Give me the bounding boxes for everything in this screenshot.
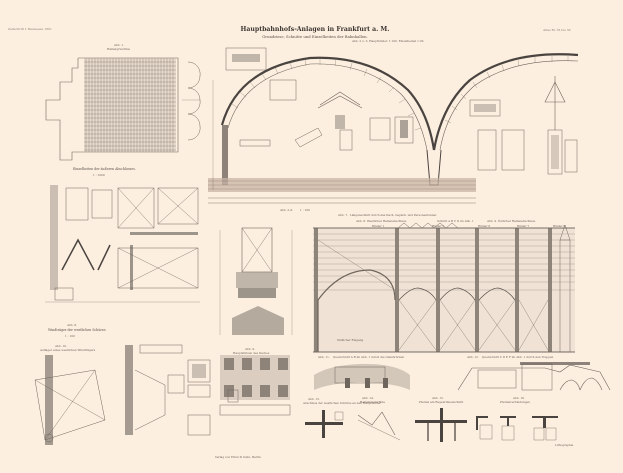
- fig13-label: Abb. 13.: [308, 397, 320, 401]
- fig7-label: Abb. 7.: [338, 213, 349, 217]
- hall-note: Südlicher Eingang: [337, 338, 364, 342]
- bay-label-6: Binder 6: [478, 224, 491, 228]
- fig7-sub-east: Abb. 9. Östlicher Hallenabschluss.: [487, 219, 536, 223]
- publisher-credit: Verlag von Ernst & Sohn, Berlin.: [215, 455, 262, 459]
- fig2-label: Abb. 2–6.: [280, 208, 294, 212]
- sheet-title: Hauptbahnhofs-Anlagen in Frankfurt a. M.: [240, 26, 390, 33]
- fig8-caption: Windträger der westlichen Schürze.: [48, 328, 107, 332]
- journal-header: Zeitschrift f. Bauwesen 1891: [8, 27, 52, 31]
- fig9-caption: Hauptstützen des Daches: [233, 351, 270, 355]
- fig11-label: Abb. 11.: [318, 355, 330, 359]
- fig13-caption: Anschluss der westlichen Schürze an den …: [303, 401, 381, 405]
- fig12-label: Abb. 12.: [467, 355, 479, 359]
- fig8-label: Abb. 8.: [67, 323, 78, 327]
- bay-label-5: Binder 5: [432, 224, 445, 228]
- plate-number: Atlas Bl. 35 bis 36: [543, 28, 571, 32]
- fig12-caption: Querschnitt C D E F im Abb. 1 durch den …: [482, 355, 554, 359]
- sheet-subtitle: Grundrisse, Schnitte und Einzelheiten de…: [262, 34, 368, 39]
- fig8-scale: 1 : 100: [65, 334, 75, 338]
- fig16-caption: Pfettenverbindungen: [500, 400, 530, 404]
- fig7-caption: Längenschnitt durch das Dach, Gepäck- un…: [350, 213, 437, 217]
- fig1-label: Abb. 1.: [114, 43, 125, 47]
- fig15-label: Abb. 15.: [432, 396, 444, 400]
- fig7-sub-west: Abb. 8. Westlicher Hallenabschluss.: [356, 219, 407, 223]
- fig14-caption: Hallenbinderfüße: [360, 400, 385, 404]
- fig14-label: Abb. 14.: [362, 396, 374, 400]
- fig7-scale: Schnitt A B C D im Abb. 1: [437, 219, 474, 223]
- fig1-scale: 1 : 1000: [93, 173, 105, 177]
- fig2-scale: 1 : 100: [300, 208, 310, 212]
- bay-label-8: Binder 8: [553, 224, 566, 228]
- engraver-credit: Lithographie: [555, 443, 574, 447]
- fig10-label: Abb. 10.: [55, 344, 67, 348]
- bay-label-1: Binder 1: [372, 224, 385, 228]
- fig16-label: Abb. 16.: [513, 396, 525, 400]
- fig10-caption: Auflager eines westlichen Windträgers: [40, 348, 96, 352]
- title-block: Hauptbahnhofs-Anlagen in Frankfurt a. M.…: [240, 26, 390, 39]
- fig2-heading: Abb. 2 u. 3. Hauptbinder. 1:100. Einzelh…: [352, 39, 425, 43]
- fig15-caption: Pfetten am Regenrinnenschnitt: [419, 400, 464, 404]
- fig1-note: Einzelheiten der äußeren Abschlusses.: [73, 167, 136, 171]
- fig1-caption: Hallengrundriss: [107, 47, 130, 51]
- fig11-caption: Querschnitt A B im Abb. 1 durch die Glei…: [333, 355, 405, 359]
- bay-label-7: Binder 7: [517, 224, 530, 228]
- fig9-label: Abb. 9.: [245, 347, 256, 351]
